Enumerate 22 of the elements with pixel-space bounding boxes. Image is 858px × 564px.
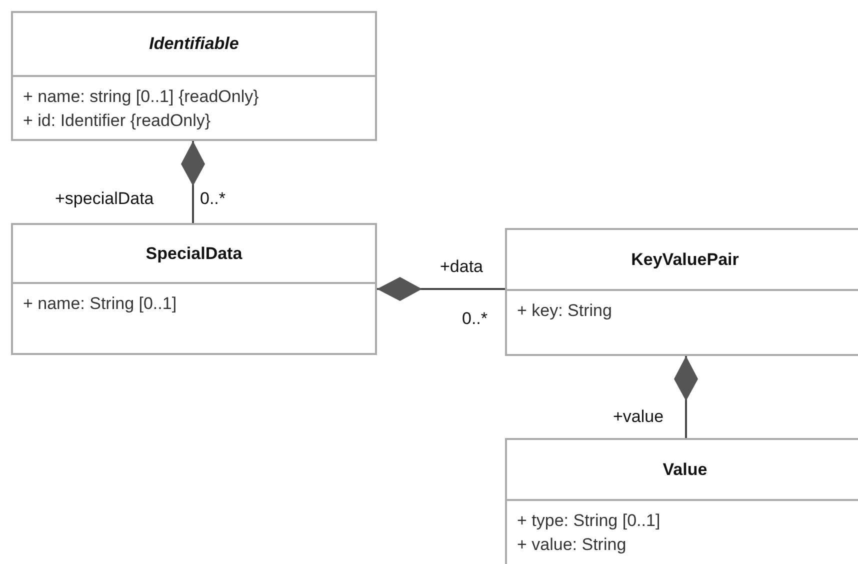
role-label: +data	[440, 257, 484, 277]
class-name: SpecialData	[146, 244, 242, 264]
attribute-text: + key: String	[517, 301, 612, 320]
role-label: +specialData	[55, 189, 154, 209]
attribute-text: + name: string [0..1] {readOnly}	[23, 87, 259, 106]
class-box	[11, 223, 377, 355]
composition-line	[377, 277, 505, 301]
attribute-text: + value: String	[517, 535, 626, 554]
role-label: +value	[613, 407, 664, 427]
attribute-text: + type: String [0..1]	[517, 511, 660, 530]
attribute-text: + id: Identifier {readOnly}	[23, 111, 211, 130]
class-name: KeyValuePair	[631, 250, 739, 270]
multiplicity-label: 0..*	[462, 309, 488, 329]
attribute-text: + name: String [0..1]	[23, 294, 177, 313]
class-name: Value	[662, 460, 708, 480]
class-box	[505, 438, 858, 564]
composition-line	[181, 141, 205, 223]
class-box	[505, 228, 858, 356]
class-box	[11, 11, 377, 141]
composition-line	[674, 356, 698, 438]
class-name: Identifiable	[149, 34, 239, 54]
multiplicity-label: 0..*	[200, 189, 226, 209]
